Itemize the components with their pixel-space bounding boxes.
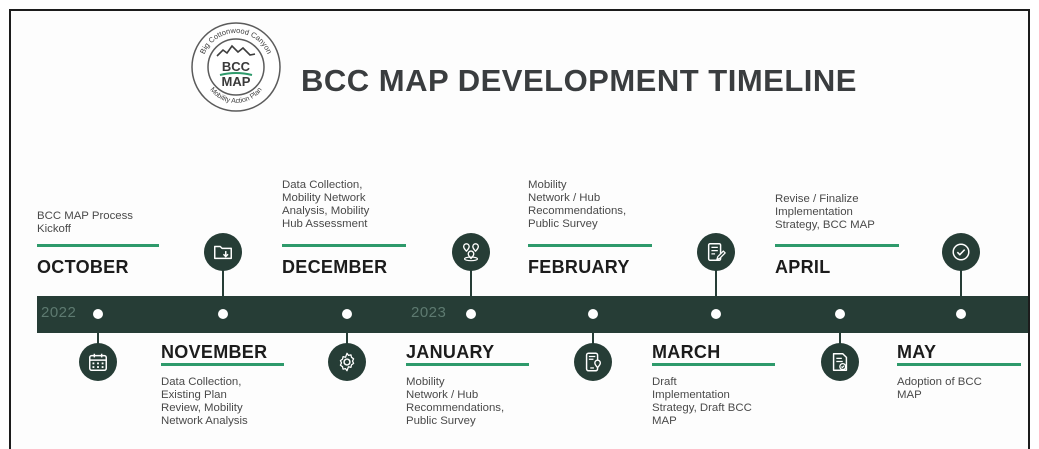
year-label-2022: 2022: [41, 304, 77, 321]
stem-february: [592, 319, 594, 345]
mobile-map-icon: [585, 352, 602, 372]
stem-october: [97, 319, 99, 345]
milestone-icon-december: [328, 343, 366, 381]
milestone-icon-november: [204, 233, 242, 271]
milestone-rule-february: [528, 244, 652, 247]
checked-document-icon: [832, 353, 848, 371]
gear-icon: [339, 352, 355, 372]
timeline-dot-april: [835, 309, 845, 319]
timeline-frame: Big Cottonwood Canyon Mobility Action Pl…: [9, 9, 1030, 449]
calendar-icon: [89, 353, 107, 371]
timeline-dot-october: [93, 309, 103, 319]
milestone-rule-november: [161, 363, 284, 366]
folder-download-icon: [214, 245, 232, 260]
month-november: NOVEMBER: [161, 342, 268, 362]
milestone-rule-january: [406, 363, 529, 366]
milestone-rule-may: [897, 363, 1021, 366]
check-circle-icon: [952, 243, 970, 261]
timeline-dot-january: [466, 309, 476, 319]
svg-text:BCC: BCC: [222, 59, 251, 74]
stem-april: [839, 319, 841, 345]
stem-may: [960, 269, 962, 299]
bcc-map-logo: Big Cottonwood Canyon Mobility Action Pl…: [190, 21, 282, 113]
page-title: BCC MAP DEVELOPMENT TIMELINE: [301, 63, 857, 98]
month-december: DECEMBER: [282, 257, 388, 277]
month-april: APRIL: [775, 257, 831, 277]
milestone-icon-april: [821, 343, 859, 381]
milestone-icon-february: [574, 343, 612, 381]
timeline-dot-february: [588, 309, 598, 319]
edit-document-icon: [707, 243, 726, 261]
timeline-dot-may: [956, 309, 966, 319]
milestone-icon-october: [79, 343, 117, 381]
year-label-2023: 2023: [411, 304, 447, 321]
milestone-rule-march: [652, 363, 775, 366]
svg-text:MAP: MAP: [222, 74, 251, 89]
timeline-dot-march: [711, 309, 721, 319]
timeline-dot-december: [342, 309, 352, 319]
stem-march: [715, 269, 717, 299]
month-may: MAY: [897, 342, 937, 362]
stem-november: [222, 269, 224, 299]
month-february: FEBRUARY: [528, 257, 630, 277]
milestone-rule-december: [282, 244, 406, 247]
milestone-icon-march: [697, 233, 735, 271]
timeline-band: [37, 296, 1028, 333]
milestone-icon-january: [452, 233, 490, 271]
milestone-icon-may: [942, 233, 980, 271]
stem-january: [470, 269, 472, 299]
stem-december: [346, 319, 348, 345]
month-october: OCTOBER: [37, 257, 129, 277]
milestone-rule-october: [37, 244, 159, 247]
timeline-dot-november: [218, 309, 228, 319]
map-pins-icon: [462, 243, 480, 262]
month-january: JANUARY: [406, 342, 495, 362]
month-march: MARCH: [652, 342, 721, 362]
milestone-rule-april: [775, 244, 899, 247]
